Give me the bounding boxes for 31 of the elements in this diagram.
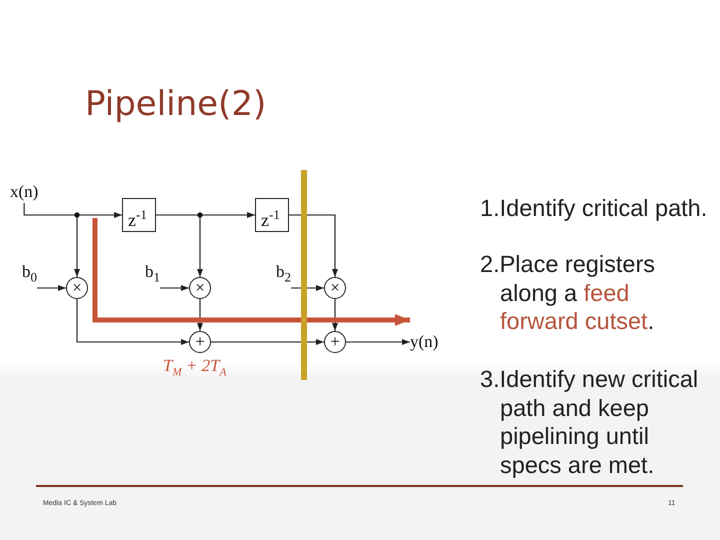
arrow	[200, 212, 255, 218]
arrow	[289, 214, 338, 277]
input-signal-label: x(n)	[10, 181, 38, 203]
arrow	[197, 299, 203, 331]
edge-label: T$_{M}$ + 2T$_{A}$	[163, 356, 226, 380]
arrow	[77, 212, 122, 218]
coefficient-label: b$_{2}$	[276, 262, 291, 288]
arrow	[76, 299, 189, 345]
delay-block: z$^{-1}$	[255, 198, 289, 232]
arrow	[346, 339, 410, 345]
multiplier: ×	[324, 277, 346, 299]
arrow	[74, 215, 80, 277]
critical-path-arrow	[92, 218, 410, 326]
coefficient-label: b$_{0}$	[22, 262, 37, 288]
arrow	[197, 215, 203, 277]
adder: +	[324, 331, 346, 353]
arrow	[332, 299, 338, 331]
output-signal-label: y(n)	[410, 316, 438, 353]
coefficient-label: b$_{1}$	[145, 262, 160, 288]
arrow	[37, 285, 66, 291]
arrow	[160, 285, 189, 291]
arrow	[291, 285, 324, 291]
step-text: 1.Identify critical path.	[480, 194, 708, 222]
delay-block: z$^{-1}$	[122, 198, 156, 232]
multiplier: ×	[66, 277, 88, 299]
step-text: 3.Identify new critical path and keep pipelining until specs are met.	[480, 365, 700, 479]
slide-title: Pipeline(2)	[85, 84, 266, 124]
arrow	[211, 339, 324, 345]
step-text: 2.Place registers along a feed forward cutset.	[480, 250, 656, 336]
multiplier: ×	[189, 277, 211, 299]
adder: +	[189, 331, 211, 353]
